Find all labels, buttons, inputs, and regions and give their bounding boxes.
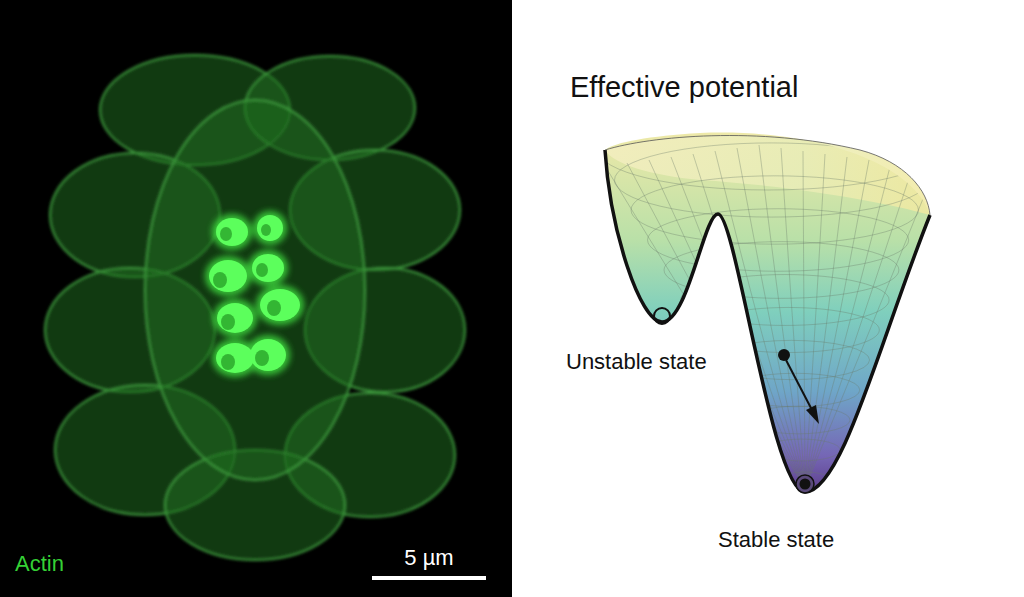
panel-title: Effective potential	[570, 72, 798, 104]
state-label: Unstable state	[566, 350, 707, 374]
stain-label: Actin	[15, 552, 64, 576]
image-background	[0, 0, 512, 597]
scale-label: 5 µm	[404, 546, 453, 570]
potential-surface	[598, 110, 938, 493]
actin-rings	[205, 211, 304, 377]
cell-image	[45, 55, 465, 560]
scale-bar	[372, 576, 486, 580]
state-label: Stable state	[718, 528, 834, 552]
